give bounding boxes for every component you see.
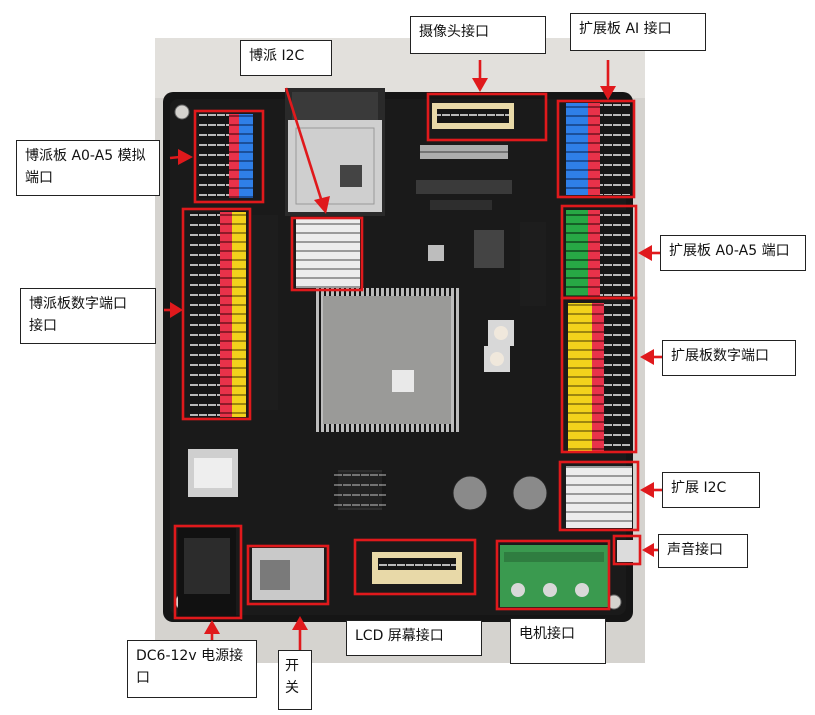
highlight-lcd bbox=[353, 538, 477, 596]
label-power-line1: DC6-12v 电源接 bbox=[136, 648, 244, 664]
label-motor: 电机接口 bbox=[510, 618, 606, 664]
label-camera: 摄像头接口 bbox=[410, 16, 546, 54]
label-power: DC6-12v 电源接 口 bbox=[127, 640, 257, 698]
label-bopai-digital-line1: 博派板数字端口 bbox=[29, 296, 127, 312]
highlight-expansion-ai bbox=[556, 99, 636, 199]
label-bopai-digital: 博派板数字端口 接口 bbox=[20, 288, 156, 344]
highlight-motor bbox=[495, 539, 611, 611]
arrows bbox=[164, 60, 662, 650]
label-bopai-analog-line1: 博派板 A0-A5 模拟 bbox=[25, 148, 146, 164]
label-bopai-i2c: 博派 I2C bbox=[240, 40, 332, 76]
label-switch-line1: 开 bbox=[285, 658, 299, 674]
highlight-audio bbox=[612, 534, 642, 566]
label-bopai-analog-line2: 端口 bbox=[25, 170, 53, 186]
label-expansion-analog: 扩展板 A0-A5 端口 bbox=[660, 235, 806, 271]
label-bopai-analog: 博派板 A0-A5 模拟 端口 bbox=[16, 140, 160, 196]
highlight-bopai-analog bbox=[193, 109, 265, 204]
highlight-switch bbox=[246, 544, 330, 606]
highlight-bopai-digital bbox=[181, 207, 252, 421]
label-switch: 开 关 bbox=[278, 650, 312, 710]
label-lcd: LCD 屏幕接口 bbox=[346, 620, 482, 656]
highlight-camera bbox=[426, 92, 548, 142]
highlight-expansion-i2c bbox=[558, 460, 640, 532]
highlight-bopai-i2c bbox=[290, 216, 364, 292]
label-expansion-i2c: 扩展 I2C bbox=[662, 472, 760, 508]
label-power-line2: 口 bbox=[136, 670, 150, 686]
label-switch-line2: 关 bbox=[285, 680, 299, 696]
label-audio: 声音接口 bbox=[658, 534, 748, 568]
label-expansion-ai: 扩展板 AI 接口 bbox=[570, 13, 706, 51]
highlight-power bbox=[173, 524, 243, 620]
highlight-expansion-digital bbox=[560, 296, 638, 454]
highlight-boxes bbox=[173, 92, 642, 620]
label-bopai-digital-line2: 接口 bbox=[29, 318, 57, 334]
label-expansion-digital: 扩展板数字端口 bbox=[662, 340, 796, 376]
